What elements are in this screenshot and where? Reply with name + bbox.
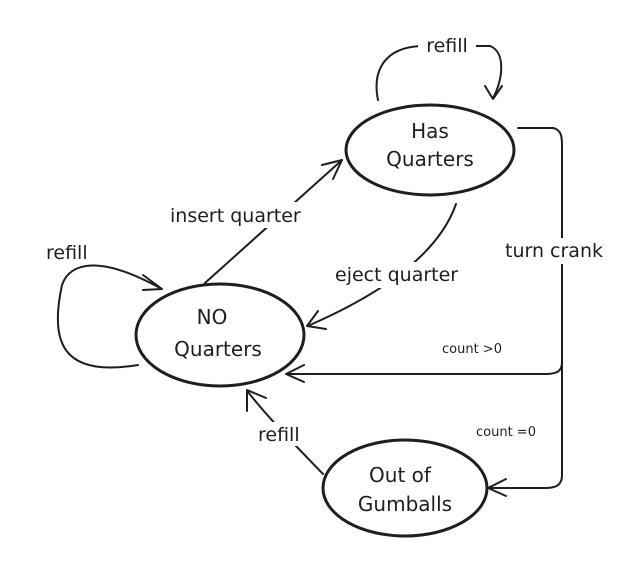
refill-loop-no-arrowhead — [142, 274, 163, 291]
transition-refill-has-quarters: refill — [375, 34, 503, 101]
refill-out-arrowhead — [246, 389, 267, 412]
insert-quarter-arrowhead — [321, 159, 343, 180]
refill-out-label-bg — [256, 422, 312, 446]
eject-quarter-arrowhead — [306, 310, 327, 330]
transition-refill-no-quarters: refill — [44, 240, 163, 369]
state-out-of-gumballs: Out of Gumballs — [321, 438, 489, 538]
eject-quarter-label: eject quarter — [335, 264, 458, 286]
state-has-quarters-line2: Quarters — [386, 147, 474, 171]
state-no-quarters-ellipse — [134, 282, 306, 388]
turn-crank-count-eq0-arrow — [488, 359, 563, 489]
refill-loop-no-arrow — [56, 264, 161, 369]
turn-crank-label-bg — [503, 238, 631, 264]
eject-quarter-label-bg — [332, 262, 492, 288]
transition-turn-crank: turn crank count >0 count =0 — [285, 127, 631, 497]
state-has-quarters: Has Quarters — [344, 103, 516, 197]
refill-no-label: refill — [46, 242, 88, 264]
refill-out-label: refill — [258, 424, 300, 446]
turn-crank-label: turn crank — [505, 240, 603, 262]
transition-refill-out-of-gumballs: refill — [246, 389, 324, 475]
state-out-of-gumballs-line1: Out of — [369, 463, 432, 487]
refill-loop-has-arrowhead — [484, 85, 503, 100]
turn-crank-count-gt0-arrowhead — [285, 364, 305, 383]
transition-eject-quarter: eject quarter — [306, 203, 492, 330]
insert-quarter-label: insert quarter — [170, 205, 301, 227]
state-out-of-gumballs-ellipse — [321, 438, 489, 538]
refill-has-label: refill — [426, 35, 468, 57]
transition-insert-quarter: insert quarter — [168, 159, 343, 284]
turn-crank-count-eq0-arrowhead — [487, 478, 507, 497]
state-no-quarters-line2: Quarters — [174, 337, 262, 361]
state-has-quarters-ellipse — [344, 103, 516, 197]
state-out-of-gumballs-line2: Gumballs — [358, 492, 452, 516]
refill-has-label-bg — [418, 34, 476, 56]
count-eq0-label: count =0 — [476, 425, 536, 440]
insert-quarter-label-bg — [168, 202, 334, 228]
state-has-quarters-line1: Has — [411, 119, 449, 143]
refill-no-label-bg — [44, 240, 102, 264]
count-gt0-label: count >0 — [442, 342, 502, 357]
state-no-quarters-line1: NO — [197, 305, 228, 329]
state-no-quarters: NO Quarters — [134, 282, 306, 388]
